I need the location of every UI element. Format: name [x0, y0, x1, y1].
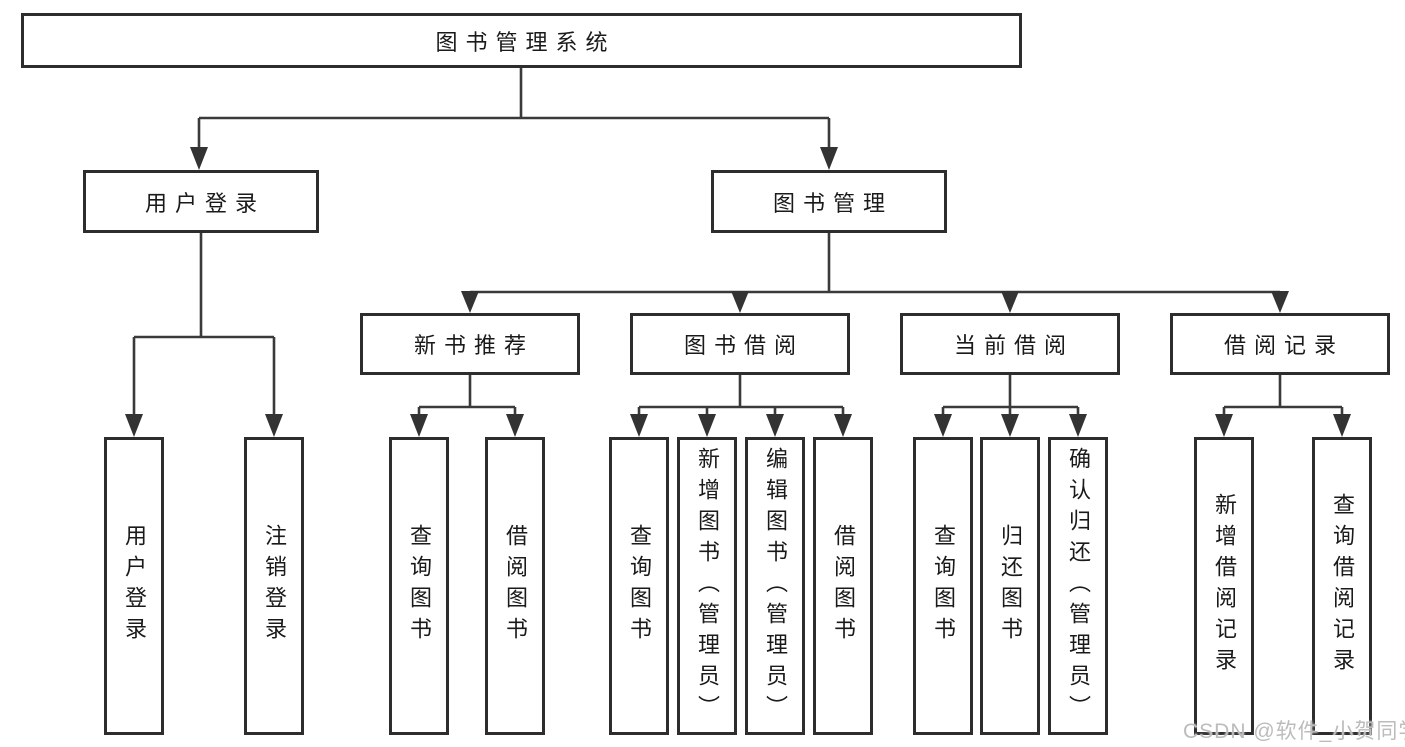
node-label: 新增借阅记录 [1212, 493, 1237, 679]
node-label: 查询借阅记录 [1330, 493, 1355, 679]
node-leaf-recommend-query-books: 查询图书 [389, 437, 449, 735]
node-root-system: 图书管理系统 [21, 13, 1022, 68]
node-label: 查询图书 [931, 524, 956, 648]
node-leaf-records-query-record: 查询借阅记录 [1312, 437, 1372, 735]
node-leaf-user-login: 用户登录 [104, 437, 164, 735]
node-label: 新书推荐 [413, 333, 534, 358]
arrowhead-icon [125, 147, 1351, 437]
node-leaf-borrow-edit-books: 编辑图书（管理员） [745, 437, 805, 735]
node-label: 查询图书 [407, 524, 432, 648]
tree-connector-path [132, 68, 1344, 420]
node-leaf-borrow-add-books: 新增图书（管理员） [677, 437, 737, 735]
node-label: 用户登录 [144, 190, 265, 216]
node-label: 编辑图书（管理员） [763, 446, 788, 726]
node-book-borrow: 图书借阅 [630, 313, 850, 375]
node-label: 借阅图书 [503, 524, 528, 648]
node-leaf-current-query-books: 查询图书 [913, 437, 973, 735]
node-new-book-recommend: 新书推荐 [360, 313, 580, 375]
node-label: 当前借阅 [953, 333, 1074, 358]
node-leaf-borrow-borrow-books: 借阅图书 [813, 437, 873, 735]
node-leaf-logout: 注销登录 [244, 437, 304, 735]
node-label: 用户登录 [122, 524, 147, 648]
node-book-management: 图书管理 [711, 170, 947, 233]
node-label: 图书管理系统 [435, 29, 616, 55]
node-label: 借阅图书 [831, 524, 856, 648]
node-current-borrow: 当前借阅 [900, 313, 1120, 375]
node-user-login: 用户登录 [83, 170, 319, 233]
node-label: 图书借阅 [683, 333, 804, 358]
node-label: 确认归还（管理员） [1066, 446, 1091, 726]
node-label: 查询图书 [627, 524, 652, 648]
node-label: 归还图书 [998, 524, 1023, 648]
node-leaf-recommend-borrow-books: 借阅图书 [485, 437, 545, 735]
node-label: 注销登录 [262, 524, 287, 648]
node-borrow-records: 借阅记录 [1170, 313, 1390, 375]
node-leaf-records-add-record: 新增借阅记录 [1194, 437, 1254, 735]
node-leaf-current-confirm-return: 确认归还（管理员） [1048, 437, 1108, 735]
node-leaf-borrow-query-books: 查询图书 [609, 437, 669, 735]
node-label: 图书管理 [772, 190, 893, 216]
node-label: 借阅记录 [1223, 333, 1344, 358]
node-leaf-current-return-books: 归还图书 [980, 437, 1040, 735]
node-label: 新增图书（管理员） [695, 446, 720, 726]
csdn-watermark: CSDN @软件_小贺同学 [1183, 720, 1405, 743]
